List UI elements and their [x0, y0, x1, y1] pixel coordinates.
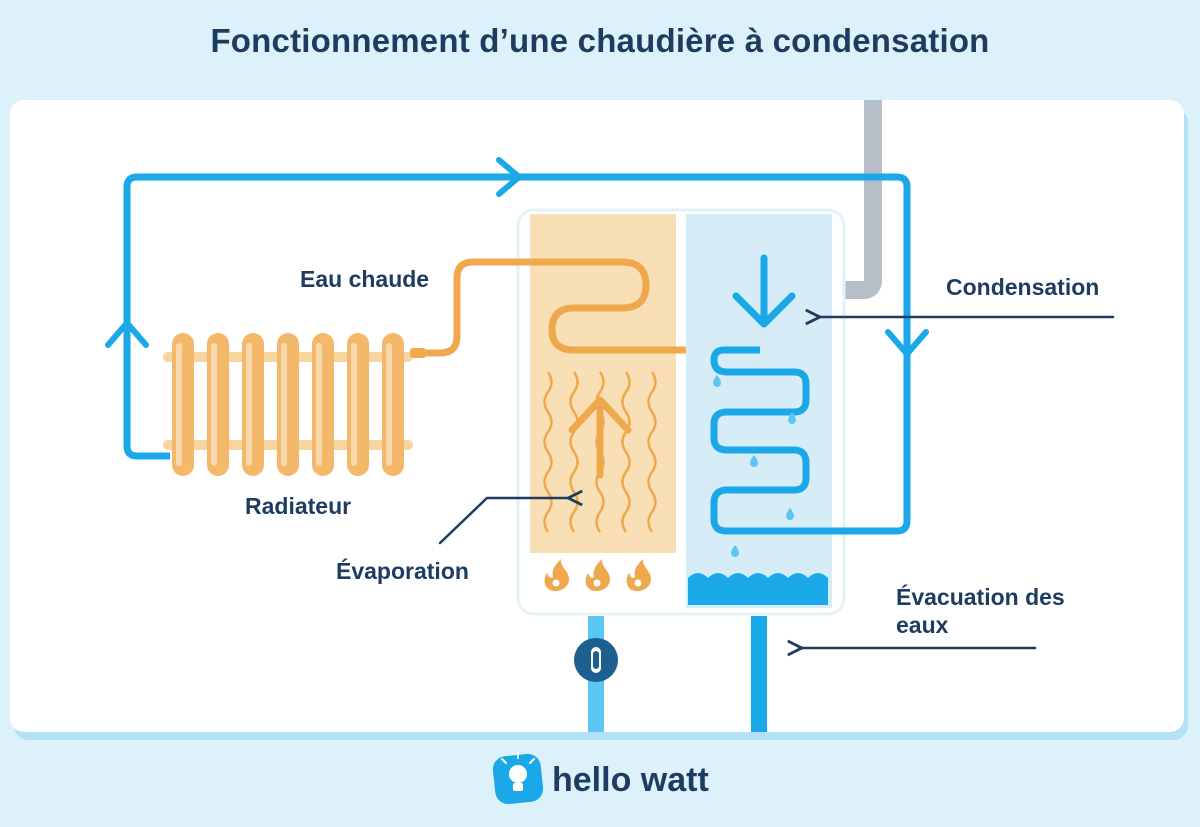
water-drain-pipe — [751, 616, 767, 732]
label-evaporation: Évaporation — [336, 558, 469, 584]
evaporation-arrow-icon — [568, 396, 632, 479]
condensation-arrow-icon — [732, 254, 796, 328]
brand-logo: hello watt — [494, 755, 709, 805]
label-evacuation: Évacuation des eaux — [896, 584, 1065, 638]
label-condensation: Condensation — [946, 274, 1100, 300]
page-title: Fonctionnement d’une chaudière à condens… — [210, 22, 990, 59]
condensate-water — [688, 573, 828, 605]
flame-icons — [544, 559, 651, 591]
radiator — [163, 333, 426, 476]
label-eau-chaude: Eau chaude — [300, 266, 430, 292]
lightbulb-icon — [492, 752, 544, 805]
label-radiateur: Radiateur — [245, 493, 352, 519]
water-droplets — [713, 375, 796, 557]
brand-name: hello watt — [552, 760, 709, 799]
evaporation-pointer — [438, 498, 570, 545]
blue-return-loop — [123, 173, 911, 535]
brand-icon-spacer — [494, 756, 542, 804]
flow-direction-arrows — [105, 157, 929, 357]
hot-water-pipe — [426, 258, 686, 357]
flue-pipe — [835, 100, 882, 299]
chamber-divider — [677, 258, 685, 608]
